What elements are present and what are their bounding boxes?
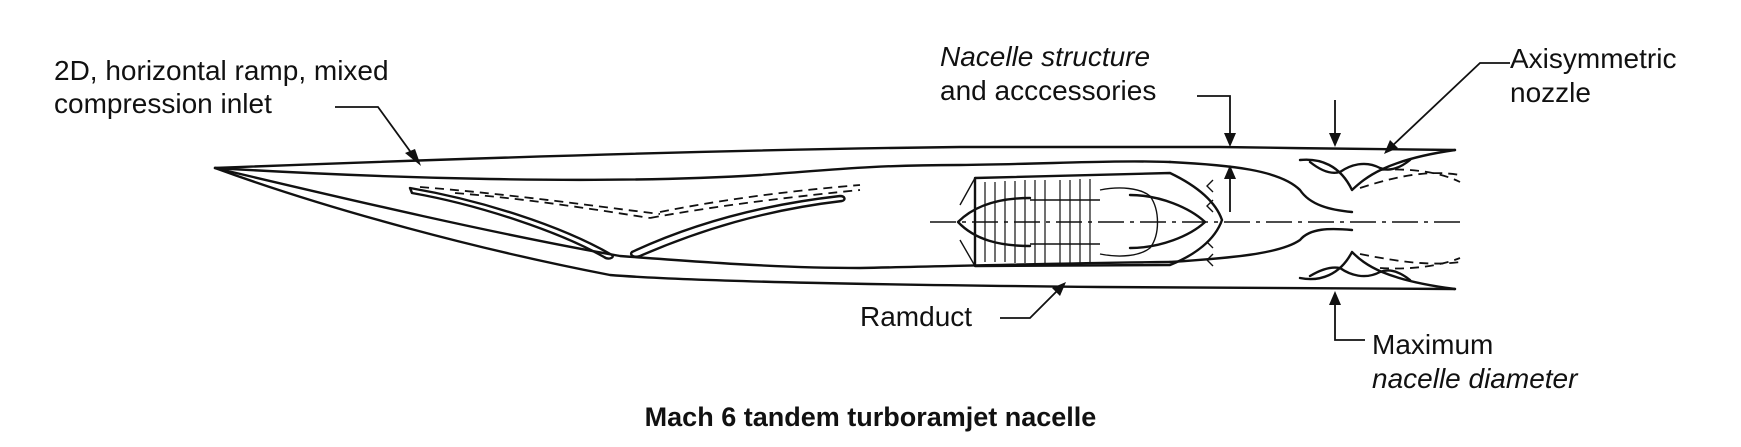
- nozzle-lower: [1298, 250, 1461, 291]
- inlet-label-line1: 2D, horizontal ramp, mixed: [54, 55, 389, 86]
- nacelle-structure-label-line2: and acccessories: [940, 75, 1157, 106]
- inlet-ramp-right: [629, 194, 846, 258]
- nozzle-leader-line: [1389, 62, 1510, 149]
- inlet-label-line2: compression inlet: [54, 88, 272, 119]
- ramduct-label: Ramduct: [860, 301, 973, 332]
- inlet-leader-arrow: [405, 149, 421, 166]
- inlet-lower-surface: [213, 166, 1172, 270]
- inlet-ramp-alt-position: [419, 186, 661, 215]
- nozzle-label-line1: Axisymmetric: [1510, 43, 1677, 74]
- flow-chevrons: [1206, 179, 1214, 267]
- nacelle-lower-outline: [213, 166, 1457, 291]
- ramduct-leader-arrow: [1052, 282, 1066, 296]
- max-diameter-label-line2: nacelle diameter: [1372, 363, 1578, 394]
- inlet-ramp-alt-position: [454, 192, 651, 219]
- inlet-ramp-left: [408, 186, 614, 260]
- inlet-leader-line: [335, 106, 416, 159]
- turbojet-engine: [956, 171, 1224, 268]
- nozzle-leader-arrow: [1384, 140, 1398, 154]
- nacelle-structure-arrow-down: [1224, 133, 1236, 147]
- inlet-upper-surface: [213, 160, 1172, 182]
- max-diameter-label-line1: Maximum: [1372, 329, 1494, 360]
- nozzle-throat: [1168, 160, 1354, 264]
- nacelle-structure-arrow-up-head: [1224, 165, 1236, 179]
- nacelle-structure-label-line1: Nacelle structure: [940, 41, 1151, 72]
- inlet-ramp-alt-position: [659, 184, 861, 213]
- nozzle-label-line2: nozzle: [1510, 77, 1591, 108]
- max-diameter-lower-leader: [1334, 298, 1365, 341]
- max-diameter-lower-arrow: [1329, 291, 1341, 305]
- nacelle-upper-outline: [213, 145, 1457, 170]
- inlet-ramp-alt-position: [649, 189, 861, 219]
- max-diameter-upper-arrow: [1329, 133, 1341, 147]
- nacelle-structure-leader: [1197, 95, 1231, 140]
- ramduct-leader-line: [1000, 287, 1061, 319]
- figure-caption: Mach 6 tandem turboramjet nacelle: [644, 402, 1097, 432]
- nozzle-upper: [1298, 148, 1461, 192]
